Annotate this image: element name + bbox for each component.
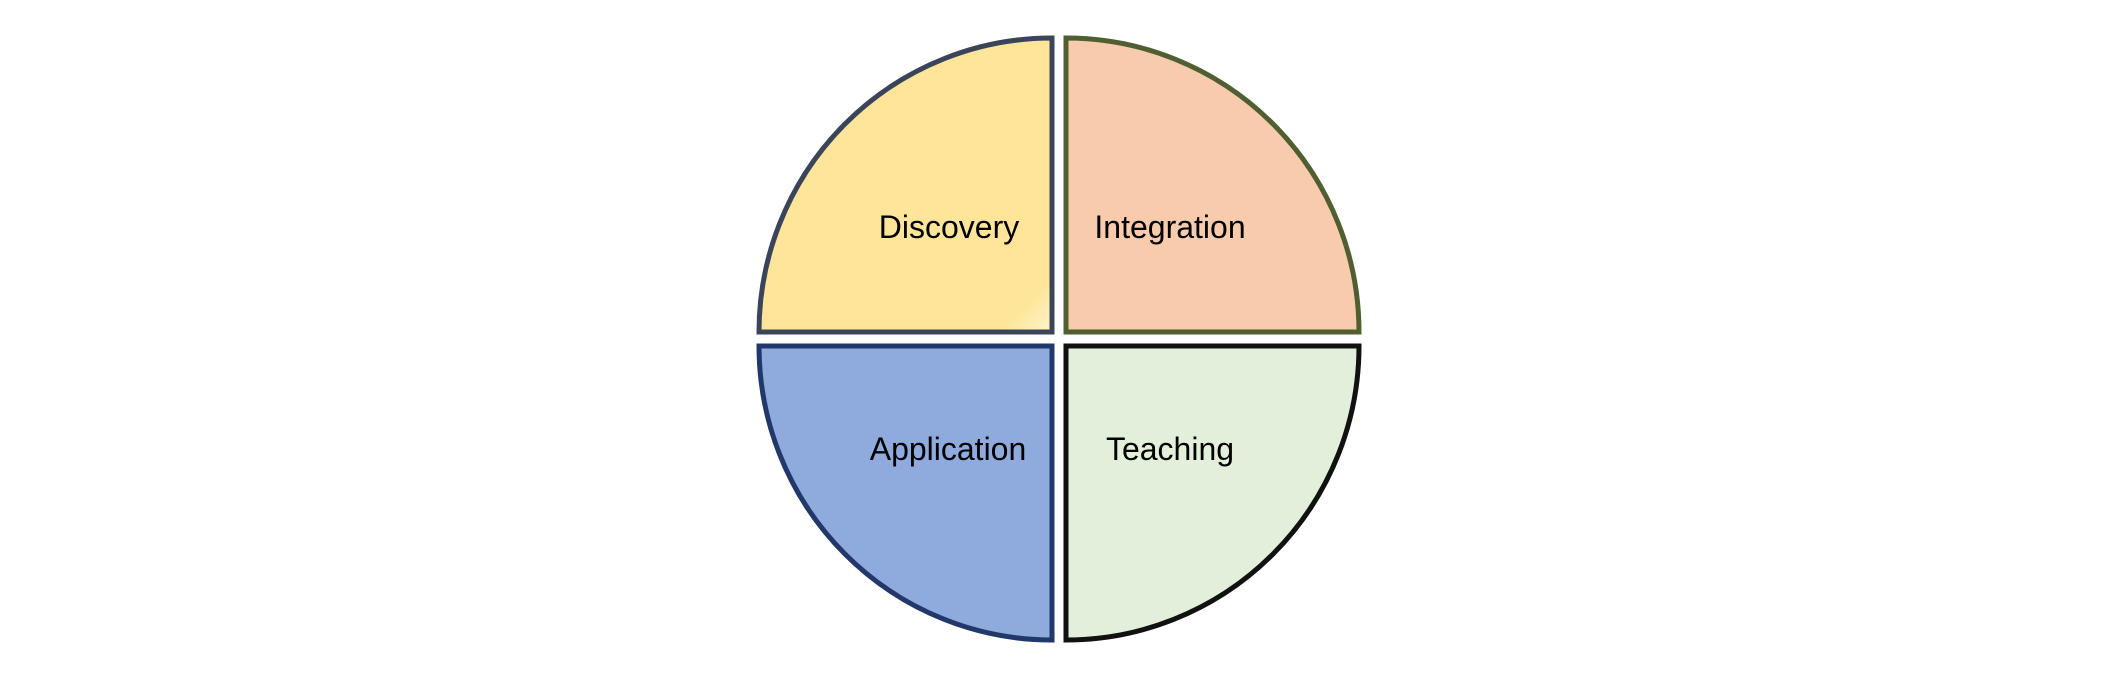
quadrant-integration: Integration [1063,35,1362,335]
quadrant-discovery-label: Discovery [879,209,1019,245]
quadrant-discovery-shape [756,35,1055,335]
quadrant-teaching-label: Teaching [1106,431,1234,467]
quadrant-discovery: Discovery [756,35,1055,335]
quadrant-integration-label: Integration [1094,209,1245,245]
quadrant-integration-shape [1063,35,1362,335]
quadrant-application: Application [756,343,1055,643]
quadrant-teaching-shape [1063,343,1362,643]
quadrant-application-label: Application [870,431,1027,467]
quadrant-application-shape [756,343,1055,643]
quadrant-teaching: Teaching [1063,343,1362,643]
